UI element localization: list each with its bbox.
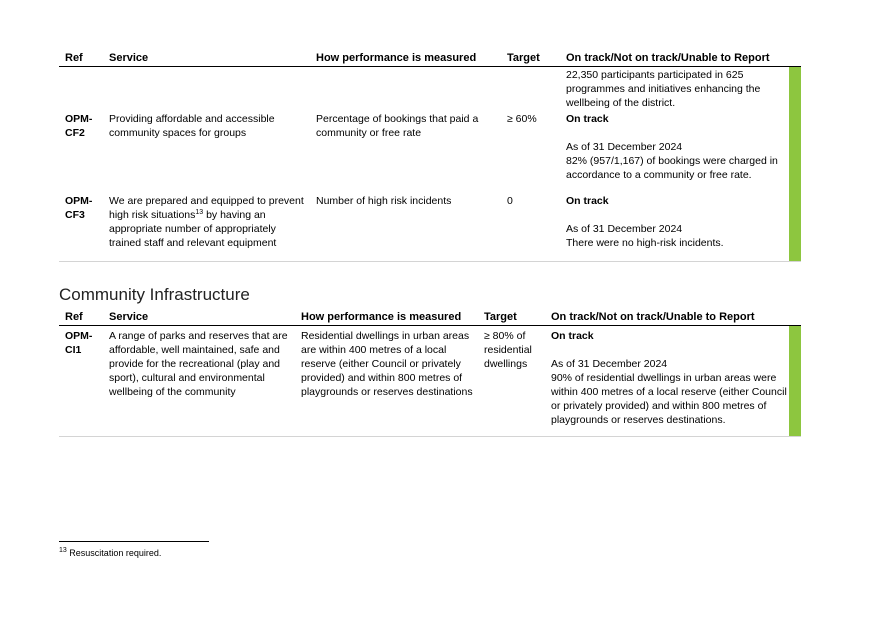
status-bar-green bbox=[789, 191, 801, 261]
header-ref: Ref bbox=[65, 52, 83, 64]
header-measure: How performance is measured bbox=[316, 52, 477, 64]
status-date: As of 31 December 2024 bbox=[551, 358, 668, 370]
row-ref: OPM- CF2 bbox=[65, 113, 93, 139]
status-bar-green bbox=[789, 109, 801, 191]
row-measure: Percentage of bookings that paid a commu… bbox=[316, 113, 479, 139]
header-target: Target bbox=[507, 52, 540, 64]
footnote-separator bbox=[59, 541, 209, 542]
row-ref: OPM- CI1 bbox=[65, 330, 93, 356]
header-status: On track/Not on track/Unable to Report bbox=[551, 311, 755, 323]
section-title: Community Infrastructure bbox=[59, 285, 250, 304]
table-row: OPM- CF3 We are prepared and equipped to… bbox=[59, 191, 801, 262]
row-measure: Residential dwellings in urban areas are… bbox=[301, 330, 473, 398]
table-row: OPM- CI1 A range of parks and reserves t… bbox=[59, 326, 801, 437]
row-target: ≥ 80% of residential dwellings bbox=[484, 330, 532, 370]
header-ref: Ref bbox=[65, 311, 83, 323]
status-detail: 82% (957/1,167) of bookings were charged… bbox=[566, 155, 778, 181]
status-detail: 90% of residential dwellings in urban ar… bbox=[551, 372, 787, 426]
footnote-text: Resuscitation required. bbox=[66, 548, 162, 558]
performance-table-community-facilities: Ref Service How performance is measured … bbox=[59, 52, 801, 262]
row-target: 0 bbox=[507, 195, 513, 207]
table-header: Ref Service How performance is measured … bbox=[59, 52, 801, 67]
status-detail: There were no high-risk incidents. bbox=[566, 237, 724, 249]
status-date: As of 31 December 2024 bbox=[566, 223, 683, 235]
header-service: Service bbox=[109, 311, 149, 323]
status-detail: 22,350 participants participated in 625 … bbox=[566, 69, 761, 109]
row-ref: OPM- CF3 bbox=[65, 195, 93, 221]
header-status: On track/Not on track/Unable to Report bbox=[566, 52, 770, 64]
table-row: OPM- CF2 Providing affordable and access… bbox=[59, 109, 801, 191]
row-service: We are prepared and equipped to prevent … bbox=[109, 195, 304, 249]
header-measure: How performance is measured bbox=[301, 311, 462, 323]
footnote-reference: 13 bbox=[195, 209, 204, 216]
header-service: Service bbox=[109, 52, 149, 64]
status-date: As of 31 December 2024 bbox=[566, 141, 683, 153]
performance-table-community-infrastructure: Ref Service How performance is measured … bbox=[59, 311, 801, 437]
table-header: Ref Service How performance is measured … bbox=[59, 311, 801, 326]
row-service: Providing affordable and accessible comm… bbox=[109, 113, 275, 139]
status-bar-green bbox=[789, 67, 801, 109]
row-target: ≥ 60% bbox=[507, 113, 537, 125]
row-measure: Number of high risk incidents bbox=[316, 195, 452, 207]
row-service: A range of parks and reserves that are a… bbox=[109, 330, 288, 398]
status-label: On track bbox=[551, 330, 594, 342]
status-bar-green bbox=[789, 326, 801, 436]
header-target: Target bbox=[484, 311, 517, 323]
status-label: On track bbox=[566, 113, 609, 125]
footnote: 13 Resuscitation required. bbox=[59, 547, 161, 559]
footnote-number: 13 bbox=[59, 547, 67, 554]
status-label: On track bbox=[566, 195, 609, 207]
table-row-continuation: 22,350 participants participated in 625 … bbox=[59, 67, 801, 109]
